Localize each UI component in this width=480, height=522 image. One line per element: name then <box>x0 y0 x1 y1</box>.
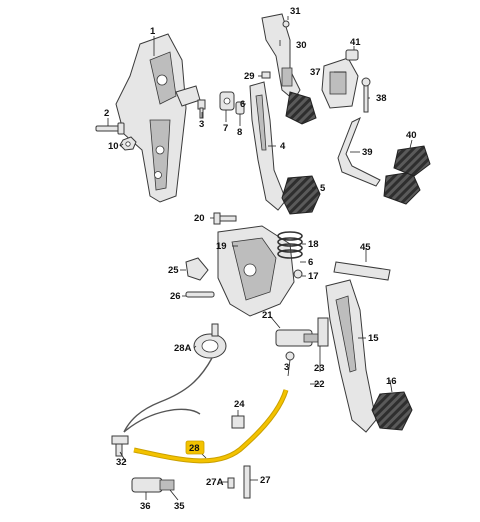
callout-17: 17 <box>308 271 319 282</box>
callout-32: 32 <box>116 457 127 468</box>
callout-30: 30 <box>296 40 307 51</box>
callout-22: 22 <box>314 379 325 390</box>
screw-27a <box>227 477 235 489</box>
pedal-pad-16 <box>371 391 413 431</box>
bolt-20 <box>213 212 237 225</box>
callout-26: 26 <box>170 291 181 302</box>
callout-16: 16 <box>386 376 397 387</box>
callout-6-mid: 6 <box>308 257 313 268</box>
callout-38: 38 <box>376 93 387 104</box>
callout-31: 31 <box>290 6 301 17</box>
callout-1: 1 <box>150 26 156 37</box>
callout-45: 45 <box>360 242 371 253</box>
callout-39: 39 <box>362 147 373 158</box>
callout-41: 41 <box>350 37 361 48</box>
callout-8: 8 <box>237 127 242 138</box>
spring-18 <box>277 231 303 259</box>
pin-26 <box>185 291 215 298</box>
pedal-pad-40 <box>393 145 431 177</box>
callout-35: 35 <box>174 501 185 512</box>
slave-cylinder <box>131 477 175 493</box>
callout-3-top: 3 <box>199 119 204 130</box>
screw-29 <box>261 71 271 79</box>
callout-27a: 27A <box>206 477 224 488</box>
callout-5: 5 <box>320 183 326 194</box>
callout-29: 29 <box>244 71 255 82</box>
callout-36: 36 <box>140 501 151 512</box>
callout-28-highlight <box>185 440 205 455</box>
bolt-2 <box>95 122 125 135</box>
stud-3 <box>197 99 206 119</box>
pad-30-rubber <box>285 91 317 125</box>
nut-10 <box>119 136 137 151</box>
clip-25 <box>185 257 209 281</box>
pipe-lines <box>123 357 213 433</box>
callout-7: 7 <box>223 123 228 134</box>
callout-40: 40 <box>406 130 417 141</box>
callout-37: 37 <box>310 67 321 78</box>
callout-20: 20 <box>194 213 205 224</box>
pedal-pad-5 <box>281 175 321 215</box>
callout-24: 24 <box>234 399 245 410</box>
callout-10: 10 <box>108 141 119 152</box>
bolt-38 <box>361 77 371 113</box>
callout-2: 2 <box>104 108 109 119</box>
pedal-arm-30 <box>261 13 301 101</box>
callout-28a: 28A <box>174 343 192 354</box>
callout-21: 21 <box>262 310 273 321</box>
connector-32 <box>111 435 129 457</box>
callout-4: 4 <box>280 141 286 152</box>
callout-23: 23 <box>314 363 325 374</box>
release-bearing-28a <box>193 323 227 359</box>
callout-19: 19 <box>216 241 227 252</box>
pedal-arm-39 <box>337 116 381 187</box>
clip-27 <box>243 465 251 499</box>
callout-28: 28 <box>189 443 200 454</box>
clip-7 <box>219 91 235 111</box>
clutch-bracket-19 <box>217 225 295 317</box>
callout-3-low: 3 <box>284 362 289 373</box>
bracket-24 <box>231 415 245 429</box>
callout-labels: 1 2 10 3 7 8 4 5 6 30 31 29 37 41 38 39 … <box>104 6 417 512</box>
pedal-bracket <box>115 33 201 203</box>
clip-41 <box>345 49 359 61</box>
sensor-37 <box>321 57 359 109</box>
nut-17 <box>293 269 303 279</box>
callout-18: 18 <box>308 239 319 250</box>
callout-27: 27 <box>260 475 271 486</box>
callout-15: 15 <box>368 333 379 344</box>
callout-6: 6 <box>240 99 245 110</box>
callout-25: 25 <box>168 265 179 276</box>
pedal-arm-15 <box>325 279 377 433</box>
plate-45 <box>333 261 391 281</box>
screw-31 <box>282 20 290 28</box>
pedal-pad-39 <box>383 171 421 205</box>
clutch-hose-28 <box>133 389 289 464</box>
